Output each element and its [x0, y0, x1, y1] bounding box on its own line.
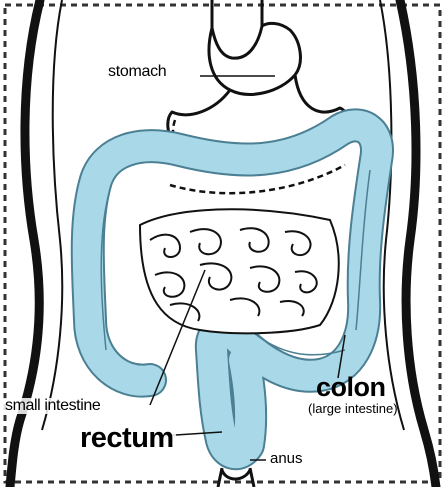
label-stomach: stomach [106, 64, 168, 80]
coiled-intestine [140, 209, 339, 333]
label-large-intestine: (large intestine) [306, 402, 400, 415]
anus-outline [218, 468, 254, 487]
body-outline-right [400, 0, 436, 487]
body-outline-left-inner [42, 0, 62, 430]
label-small-intestine: small intestine [3, 398, 102, 414]
label-rectum: rectum [78, 424, 176, 453]
label-colon: colon [314, 374, 388, 401]
label-anus: anus [268, 451, 305, 466]
